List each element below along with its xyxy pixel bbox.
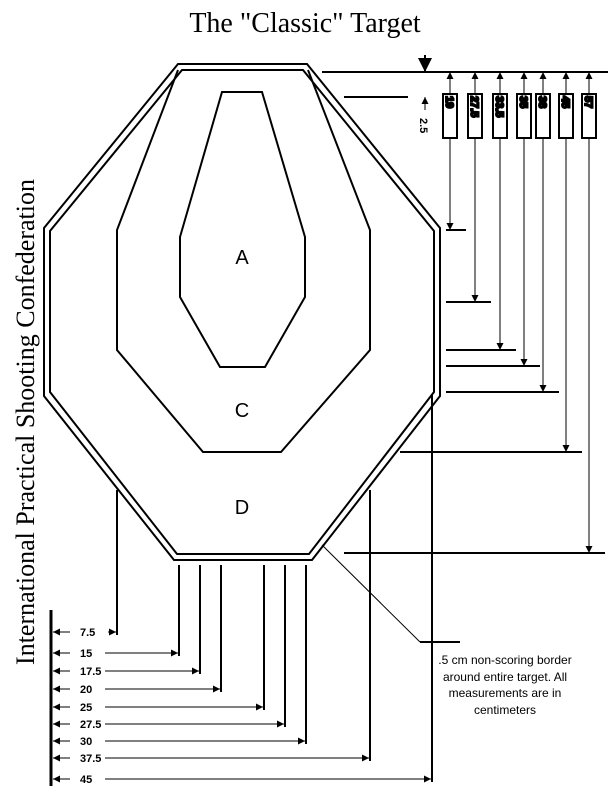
outer-border <box>43 63 441 561</box>
zone-c-outline <box>116 69 371 453</box>
dim-label: 30 <box>80 736 92 748</box>
dim-label: 27.5 <box>80 719 101 731</box>
dim-label: 19 <box>443 96 455 108</box>
dim-label: 45 <box>559 96 571 108</box>
dim-label: 57 <box>582 96 594 108</box>
side-label: International Practical Shooting Confede… <box>11 179 40 665</box>
dim-label-2-5: 2.5 <box>417 118 429 133</box>
dim-label: 25 <box>80 702 92 714</box>
dim-label: 38 <box>536 96 548 108</box>
dim-label: 33.5 <box>493 96 505 117</box>
dim-label: 35 <box>517 96 529 108</box>
dim-label: 27.5 <box>468 96 480 117</box>
note-line: .5 cm non-scoring border <box>438 653 571 667</box>
vertical-dimensions: 19 27.5 33.5 35 38 45 57 <box>322 55 608 554</box>
note: .5 cm non-scoring border around entire ta… <box>321 544 572 717</box>
horizontal-dimensions: 7.5 15 17.5 20 25 27.5 30 37.5 45 <box>49 395 433 786</box>
zone-c-label: C <box>235 400 249 422</box>
zone-a-label: A <box>235 247 249 269</box>
note-line: measurements are in <box>449 686 562 700</box>
zone-a-outline <box>179 91 306 368</box>
inner-border <box>49 69 435 555</box>
note-line: around entire target. All <box>443 670 567 684</box>
dim-label: 37.5 <box>80 753 101 765</box>
zone-d-label: D <box>235 497 249 519</box>
dim-label: 20 <box>80 684 92 696</box>
title: The "Classic" Target <box>189 8 421 39</box>
dim-label: 45 <box>80 774 92 786</box>
dim-label: 15 <box>80 648 92 660</box>
dim-label: 17.5 <box>80 666 101 678</box>
note-line: centimeters <box>474 703 536 717</box>
dim-label: 7.5 <box>80 627 95 639</box>
